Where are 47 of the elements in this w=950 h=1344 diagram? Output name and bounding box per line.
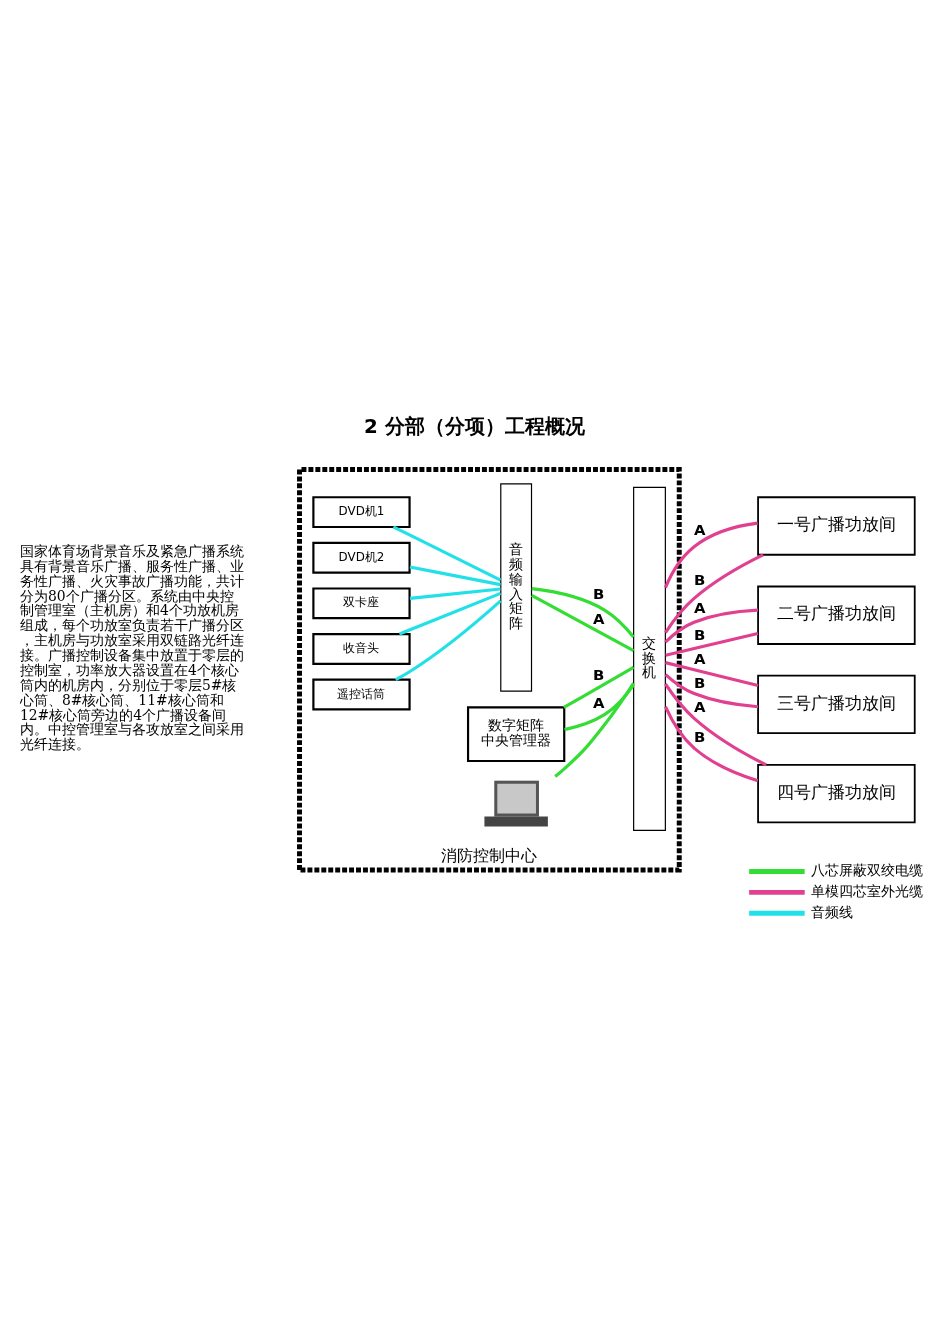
connector — [392, 525, 502, 582]
diagram-title: 2 分部（分项）工程概况 — [363, 414, 585, 438]
edge-label: B — [592, 585, 605, 604]
node-box: 四号广播功放间 — [757, 764, 916, 824]
connector — [665, 631, 759, 657]
legend-label: 音频线 — [810, 903, 853, 920]
edge-label: A — [592, 694, 605, 713]
connector — [564, 684, 635, 732]
legend-label: 八芯屏蔽双绞电缆 — [810, 862, 923, 879]
legend-label: 单模四芯室外光缆 — [810, 883, 923, 900]
node-box: 一号广播功放间 — [757, 496, 916, 556]
edge-label: B — [694, 673, 706, 692]
edge-label: B — [694, 570, 706, 589]
connector — [664, 706, 759, 783]
connector — [409, 587, 501, 600]
connector — [563, 666, 635, 709]
connector — [554, 682, 635, 778]
edge-label: A — [694, 698, 706, 717]
edge-label: A — [694, 649, 706, 668]
node-box: DVD机1 — [312, 496, 411, 529]
connector — [530, 594, 635, 653]
node-box: 交换机 — [633, 486, 666, 831]
connector — [665, 661, 759, 688]
connector — [664, 521, 758, 589]
edge-label: A — [592, 610, 605, 629]
node-box: 音频输入矩阵 — [500, 483, 533, 692]
connector — [664, 608, 759, 644]
node-box: 收音头 — [312, 633, 411, 665]
connector — [664, 673, 759, 709]
node-box: 三号广播功放间 — [757, 674, 916, 735]
connector — [398, 591, 502, 636]
edge-label: A — [694, 520, 706, 539]
connector — [409, 565, 501, 587]
connector — [664, 683, 767, 767]
node-box: 数字矩阵中央管理器 — [466, 706, 566, 763]
edge-label: B — [694, 728, 706, 747]
edge-label: A — [694, 599, 706, 618]
node-box: 二号广播功放间 — [757, 585, 916, 645]
label: 国家体育场背景音乐及紧急广播系统具有背景音乐广播、服务性广播、业务性广播、火灾事故广播功能，共计分为80个广播分区。系统由中央控制管理室（主机房）和4个功放机房组成，每个功放室负责若干广播分区，主机房与功放室采用双链路光纤连接。广播控制设备集中放置于零层的控制室，功率放大器设置在4个核心筒内的机房内，分别位于零层5#核心筒、8#核心筒、11#核心筒和12#核心筒旁边的4个广播设备间内。中控管理室与各攻放室之间采用光纤连接。 — [19, 542, 244, 753]
edge-label: B — [694, 626, 706, 645]
connector — [531, 587, 635, 639]
edge-label: B — [592, 665, 605, 684]
node-box: 双卡座 — [312, 587, 411, 620]
connector — [394, 599, 502, 682]
node-box: 遥控话筒 — [312, 678, 411, 711]
connector — [664, 553, 764, 634]
node-box: DVD机2 — [312, 541, 411, 574]
